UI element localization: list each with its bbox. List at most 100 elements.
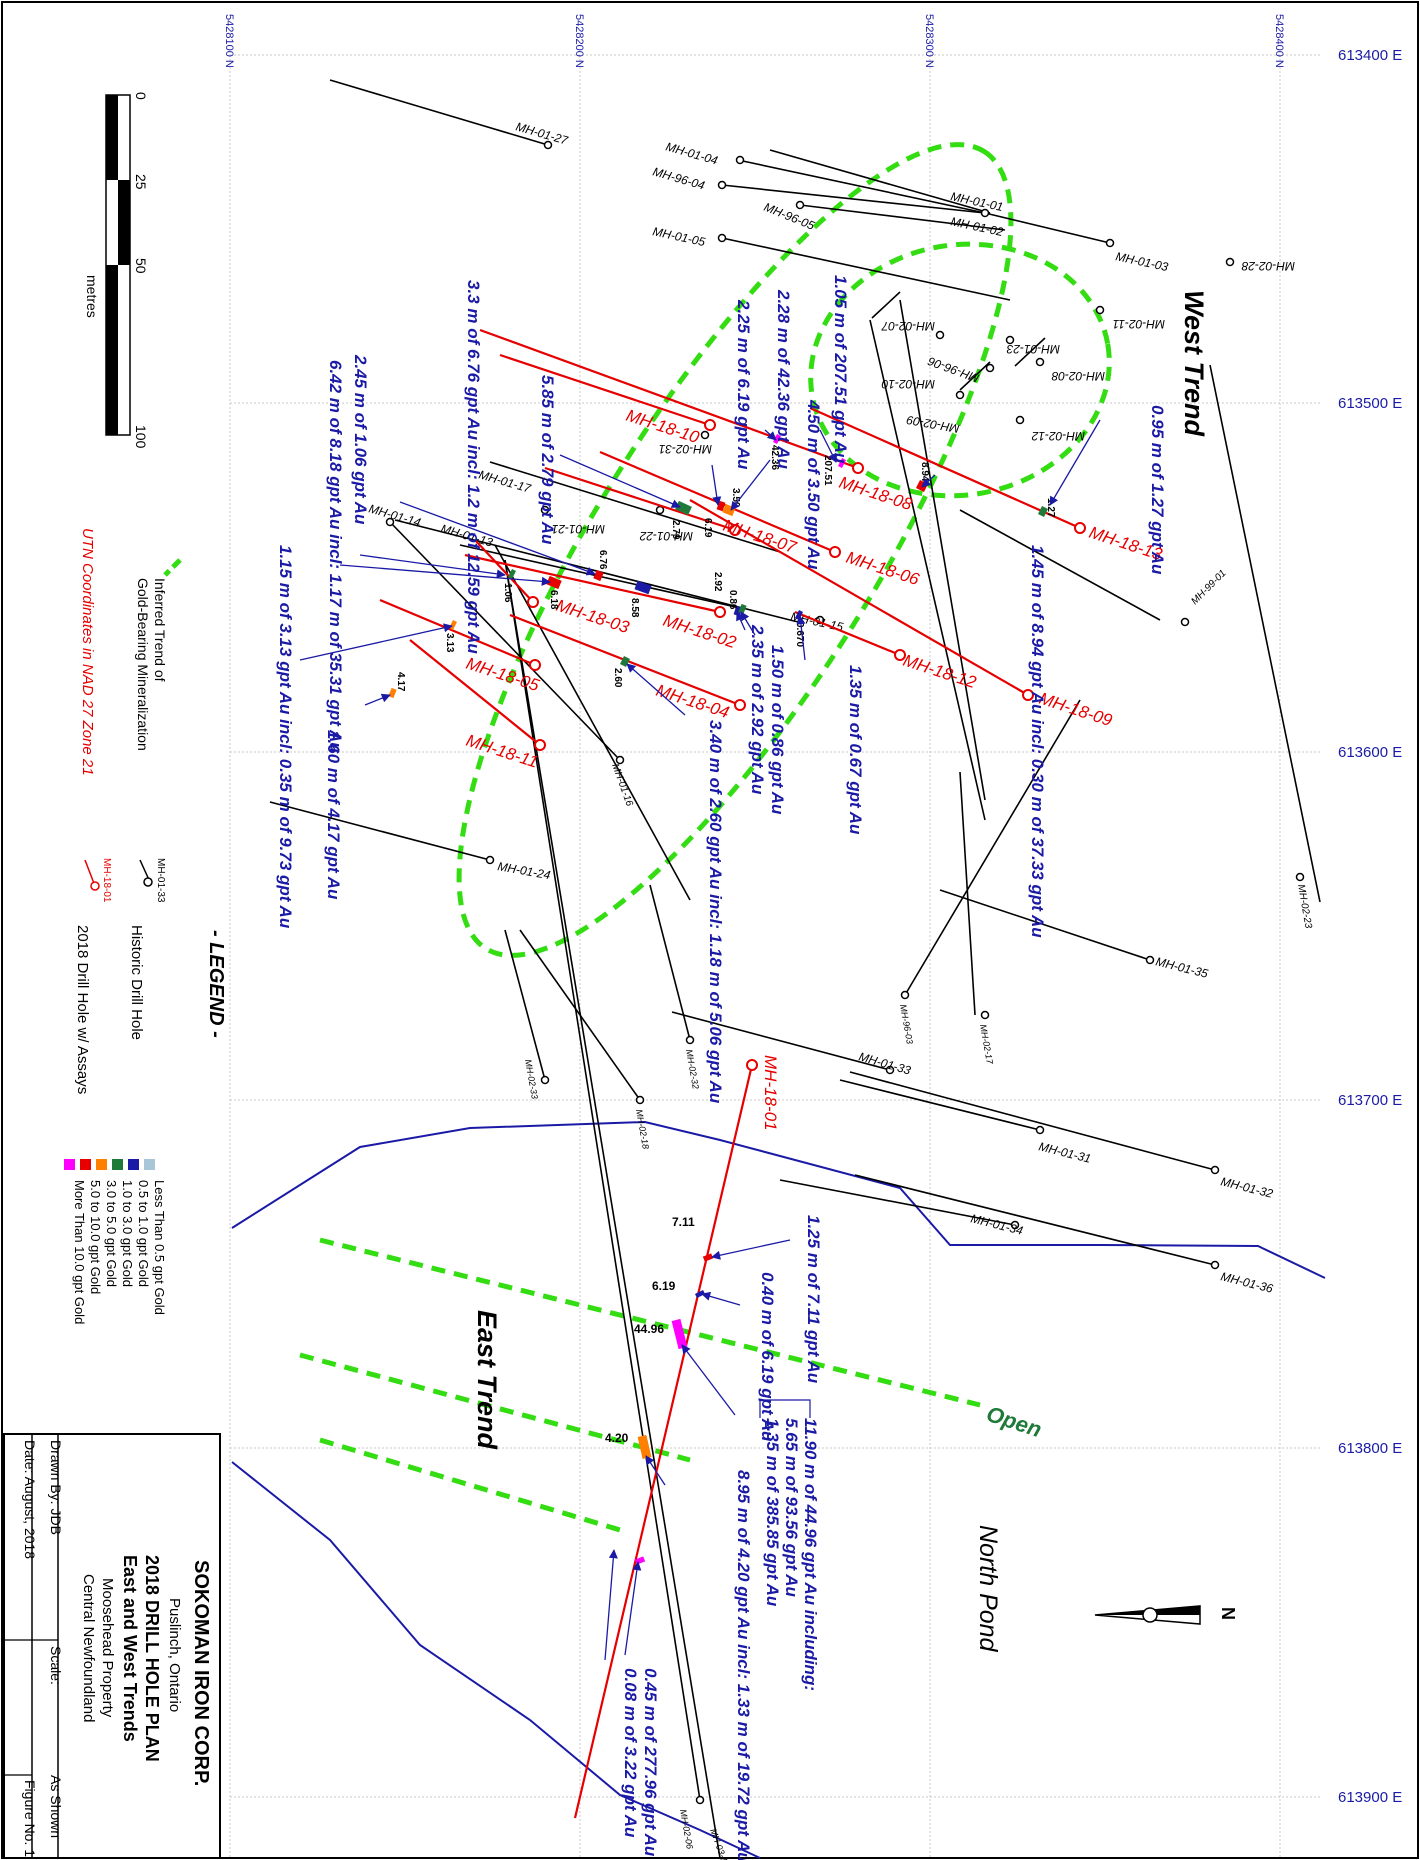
grade-swatch [64,1159,75,1170]
assay-label: 1.06 [502,583,513,603]
scale-unit: metres [84,275,100,318]
grade-swatch [144,1159,155,1170]
legend-coord-note: UTN Coordinates in NAD 27 Zone 21 [79,528,96,776]
plan-subtitle: East and West Trends [120,1555,140,1742]
easting-labels: 613400 E 613500 E 613600 E 613700 E 6138… [1338,47,1402,1806]
annotation: 0.95 m of 1.27 gpt Au [1148,405,1167,575]
legend-historic-sample: MH-01-33 [155,858,166,903]
grade-label: 1.0 to 3.0 gpt Gold [120,1180,135,1287]
assay-label: 8.94 [919,462,930,482]
date-label: Date: August, 2018 [22,1440,38,1559]
annotation: 1.25 m of 7.11 gpt Au [804,1215,823,1384]
annotation: 2.35 m of 2.92 gpt Au [748,624,767,795]
north-arrow-icon: N [1094,1605,1238,1625]
historic-hole-label: MH-01-22 [639,529,693,543]
legend-new-label: 2018 Drill Hole w/ Assays [74,925,91,1094]
historic-hole-label: MH-02-32 [684,1049,701,1090]
annotation-leaders [299,419,1101,1661]
annotation: 11.90 m of 44.96 gpt Au including: [801,1418,820,1691]
assay-label: 0.670 [794,622,805,647]
historic-hole-label: MH-01-31 [1037,1139,1092,1165]
historic-hole-label: MH-02-10 [881,377,935,391]
legend: Inferred Trend of Gold-Bearing Mineraliz… [64,528,227,1324]
assay-label: 6.19 [702,518,713,538]
historic-hole-label: MH-01-35 [1154,954,1209,981]
assay-label: 7.11 [672,1215,695,1229]
region-name: Central Newfoundland [80,1574,97,1722]
plan-title: 2018 DRILL HOLE PLAN [142,1555,162,1762]
historic-hole-label: MH-01-33 [857,1049,912,1077]
property-name: Moosehead Property [99,1578,116,1718]
historic-hole-label: MH-01-05 [651,224,706,249]
historic-hole-label: MH-01-23 [1006,342,1060,356]
historic-hole-label: MH-01-16 [609,762,635,808]
new-hole-label: MH-18-07 [721,516,799,558]
historic-drill-holes [269,79,1321,1859]
historic-hole-label: MH-01-36 [1219,1269,1274,1296]
historic-hole-label: MH-02-11 [1113,317,1165,331]
new-hole-label: MH-18-05 [464,654,542,696]
new-hole-label: MH-18-02 [661,611,739,653]
scale-tick: 0 [133,92,149,100]
annotation: 5.85 m of 2.79 gpt Au [538,375,557,545]
east-trend-label: East Trend [472,1310,502,1450]
annotation: 3.40 m of 2.60 gpt Au incl: 1.18 m of 5.… [706,720,725,1104]
new-collars [527,419,1086,1071]
historic-hole-label: MH-01-24 [496,859,551,882]
legend-new-sample: MH-18-01 [101,858,112,903]
new-hole-label: MH-18-03 [554,596,632,638]
annotation: 0.40 m of 6.19 gpt Au [758,1272,777,1442]
historic-hole-label: MH-96-04 [651,164,706,192]
annotation: 1.50 m of 0.86 gpt Au [768,645,787,815]
historic-hole-label: MH-99-01 [1189,568,1228,607]
northing-label: 5428400 N [1273,14,1285,68]
assay-label: 6.18 [548,590,559,610]
drawn-by: Drawn By: JDB [48,1440,64,1535]
scale-tick: 50 [133,258,149,274]
assay-label: 44.96 [634,1322,664,1336]
scale-label: Scale: [48,1646,64,1685]
historic-hole-label: MH-02-06 [678,1809,695,1850]
annotation: 1.60 m of 4.17 gpt Au [324,730,343,900]
assay-label: 4.20 [605,1431,629,1445]
annotation: 2.45 m of 1.06 gpt Au [351,354,370,525]
figure-label: Figure No. 1 [22,1780,38,1857]
new-hole-label: MH-18-06 [844,548,922,590]
grade-swatch [96,1159,107,1170]
open-label: Open [983,1401,1044,1442]
grade-label: More Than 10.0 gpt Gold [72,1180,87,1324]
historic-hole-label: MH-01-32 [1219,1174,1274,1201]
historic-hole-label: MH-01-02 [949,214,1004,239]
annotation: 6.42 m of 8.18 gpt Au incl: 1.17 m of 35… [326,360,345,753]
northing-label: 5428100 N [223,14,235,68]
assay-value-labels: 1.27 8.94 207.51 42.36 3.50 2.79 6.19 6.… [395,445,1056,1445]
annotation-bracket [759,1399,811,1418]
northing-label: 5428300 N [923,14,935,68]
annotation: 1.45 m of 8.94 gpt Au incl: 0.30 m of 37… [1028,545,1047,938]
annotation: 0.08 m of 3.22 gpt Au [621,1668,640,1838]
assay-label: 6.19 [652,1279,676,1293]
annotation: 1.15 m of 3.13 gpt Au incl: 0.35 m of 9.… [276,545,295,929]
west-trend-label: West Trend [1179,290,1209,437]
assay-label: 2.60 [612,668,623,688]
historic-hole-label: MH-96-05 [762,200,817,233]
northing-label: 5428200 N [573,14,585,68]
north-pond-label: North Pond [974,1525,1002,1653]
grade-label: 3.0 to 5.0 gpt Gold [104,1180,119,1287]
historic-collars [385,140,1305,1805]
historic-hole-label: MH-02-07 [880,319,935,333]
assay-label: 42.36 [769,445,780,470]
assay-label: 3.50 [730,488,741,508]
assay-label: 8.58 [629,598,640,618]
historic-hole-label: MH-02-08 [1051,369,1105,383]
new-drill-holes [379,328,1081,1819]
north-pond-shoreline [231,1120,1326,1859]
annotation: 5.65 m of 93.56 gpt Au [782,1418,801,1597]
annotation: 2.28 m of 42.36 gpt Au [774,289,793,469]
title-block: SOKOMAN IRON CORP. Puslinch, Ontario 201… [3,1433,221,1859]
easting-label: 613500 E [1338,395,1402,412]
